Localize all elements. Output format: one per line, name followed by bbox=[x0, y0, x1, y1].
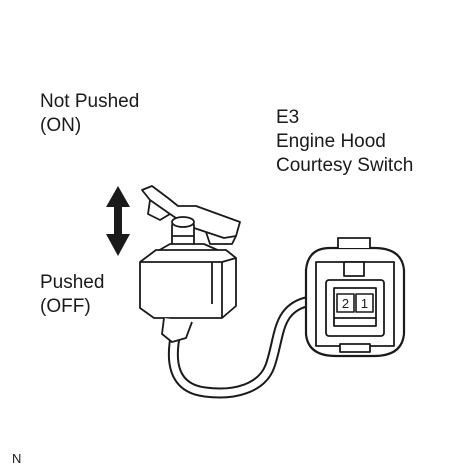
on-state-text: (ON) bbox=[40, 115, 82, 136]
pushed-label: Pushed (OFF) bbox=[40, 271, 104, 319]
not-pushed-text: Not Pushed bbox=[40, 91, 140, 112]
wire-harness bbox=[167, 296, 312, 399]
pushed-text: Pushed bbox=[40, 272, 105, 293]
switch-label: E3 Engine Hood Courtesy Switch bbox=[276, 106, 413, 178]
switch-body bbox=[139, 185, 241, 343]
connector bbox=[304, 237, 406, 358]
off-state-text: (OFF) bbox=[40, 296, 91, 317]
not-pushed-label: Not Pushed (ON) bbox=[40, 90, 139, 138]
switch-name-line2: Courtesy Switch bbox=[276, 155, 414, 176]
switch-name-line1: Engine Hood bbox=[276, 131, 386, 152]
connector-code: E3 bbox=[276, 107, 300, 128]
pin-label-1: 1 bbox=[361, 296, 368, 311]
pin-label-2: 2 bbox=[342, 296, 349, 311]
corner-code: N bbox=[12, 451, 22, 466]
travel-arrow bbox=[106, 186, 130, 256]
